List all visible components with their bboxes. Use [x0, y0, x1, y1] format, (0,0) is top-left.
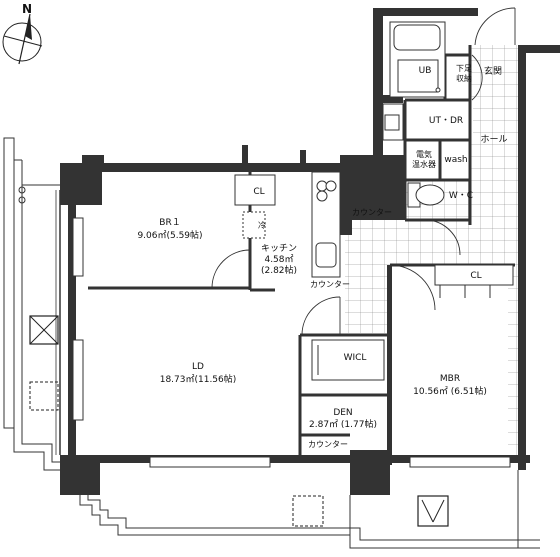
br1-name: BR１ — [159, 218, 180, 228]
left-balcony — [3, 137, 61, 471]
compass-needle — [25, 14, 32, 40]
windows — [72, 217, 511, 468]
toilet — [407, 182, 445, 208]
hall-label: ホール — [480, 134, 507, 145]
mbr-area: 10.56㎡ (6.51帖) — [413, 385, 487, 397]
cl-br1-label: CL — [253, 187, 264, 197]
kitchen-tatami: (2.82帖) — [261, 264, 297, 276]
balcony-hatch-2 — [29, 381, 59, 411]
counter-label-2: カウンター — [310, 280, 350, 289]
kitchen-name: キッチン — [261, 243, 297, 254]
wicl-label: WICL — [344, 353, 367, 363]
br1-area: 9.06㎡(5.59帖) — [137, 229, 202, 241]
shoe-box-label: 下足 — [456, 64, 472, 73]
counter-label-1: カウンター — [352, 208, 392, 217]
bottom-balcony — [79, 470, 540, 549]
room-labels: BR１ 9.06㎡(5.59帖) キッチン 4.58㎡ (2.82帖) LD 1… — [137, 218, 486, 430]
compass: N — [2, 2, 43, 65]
closet-br1 — [234, 174, 276, 206]
bottom-balcony-hatch-2 — [417, 495, 449, 527]
kitchen-area: 4.58㎡ — [264, 254, 293, 265]
shoe-box-label-2: 収納 — [456, 73, 472, 83]
bottom-balcony-hatch-1 — [292, 495, 324, 527]
walls — [60, 8, 560, 495]
cl-mbr-label: CL — [470, 271, 481, 281]
mbr-name: MBR — [440, 374, 460, 384]
water-heater-label-1: 電気 — [416, 149, 432, 159]
wash-label: wash — [444, 155, 467, 165]
wc-label: W・C — [449, 191, 473, 201]
wash-basin — [382, 103, 404, 141]
fridge-label: 冷 — [258, 220, 266, 230]
kitchen-counter — [311, 171, 341, 278]
den-name: DEN — [333, 408, 352, 418]
ld-area: 18.73㎡(11.56帖) — [160, 373, 237, 385]
den-area: 2.87㎡ (1.77帖) — [309, 418, 377, 430]
compass-circle — [2, 22, 42, 62]
compass-north-label: N — [22, 2, 32, 16]
ub-label: UB — [419, 66, 432, 76]
closet-mbr — [434, 264, 514, 298]
water-heater-label-2: 温水器 — [412, 159, 436, 169]
fridge — [242, 211, 266, 239]
compass-cross — [3, 35, 43, 47]
counter-label-3: カウンター — [308, 440, 348, 449]
fixture-labels: UB 下足 収納 玄関 UT・DR ホール 電気 温水器 wash W・C CL… — [253, 64, 507, 449]
wicl-shelves — [311, 339, 385, 381]
entrance-label: 玄関 — [484, 65, 502, 77]
unit-bath — [389, 21, 446, 98]
doors — [211, 7, 516, 336]
balcony-hatch-1 — [29, 315, 59, 345]
ut-dr-label: UT・DR — [429, 116, 463, 126]
ld-name: LD — [192, 362, 204, 372]
